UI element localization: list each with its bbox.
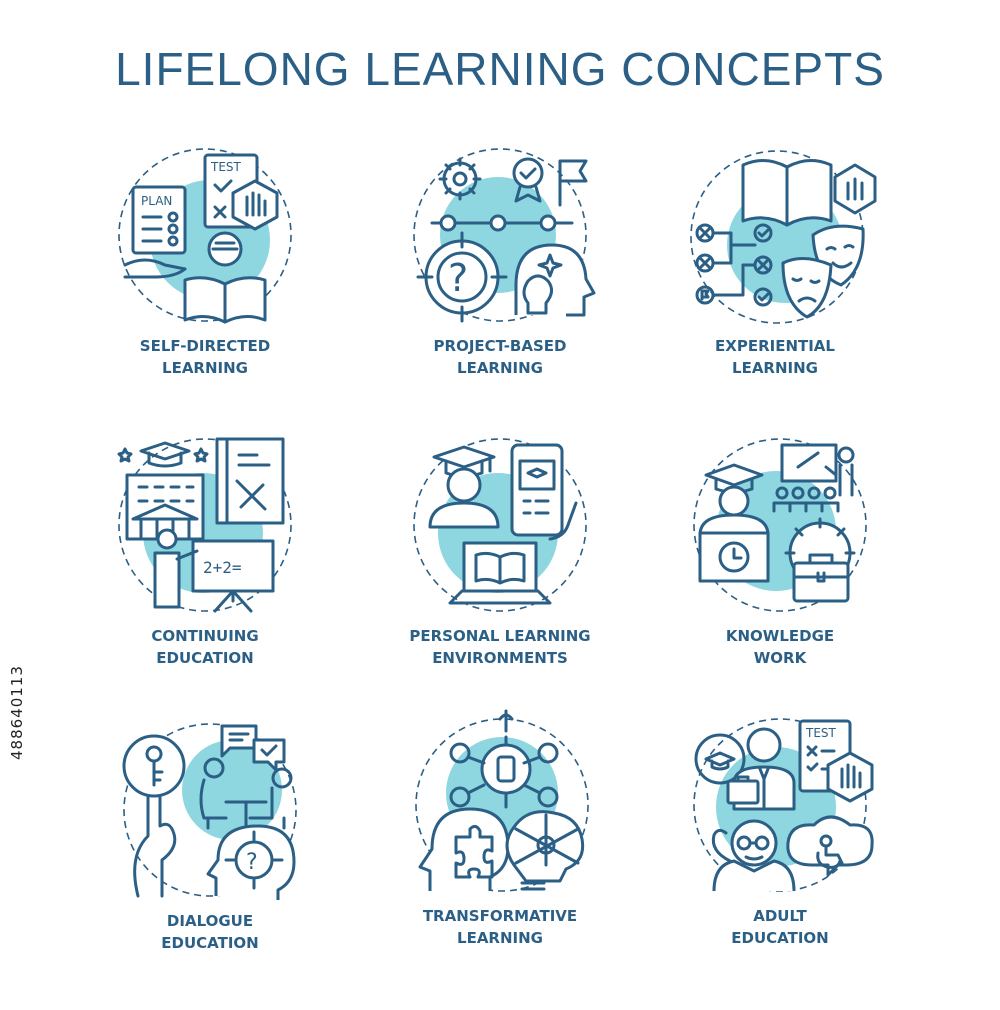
concept-label: DIALOGUE EDUCATION [161,912,259,952]
concept-experiential-learning: EXPERIENTIAL LEARNING [645,145,905,435]
concept-transformative-learning: TRANSFORMATIVE LEARNING [370,709,630,1005]
concept-personal-learning-environments: PERSONAL LEARNING ENVIRONMENTS [370,435,630,725]
plan-text: PLAN [141,194,172,208]
concept-label: SELF-DIRECTED LEARNING [139,337,271,377]
concept-label: TRANSFORMATIVE LEARNING [422,907,578,947]
test-text: TEST [210,160,242,174]
concept-self-directed-learning: PLAN TEST SELF-DIRECTED LEARNING [75,145,335,435]
experiential-learning-icon [690,150,877,324]
concept-label: KNOWLEDGE WORK [725,627,835,667]
knowledge-work-icon [693,438,867,612]
concept-continuing-education: 2+2= CONTINUING EDUCATION [75,435,335,725]
page-title: LIFELONG LEARNING CONCEPTS [115,43,885,95]
math-text: 2+2= [203,558,242,577]
transformative-learning-icon [415,709,589,892]
concept-knowledge-work: KNOWLEDGE WORK [650,435,910,725]
concept-project-based-learning: ? PROJECT-BASED LEARNING [370,145,630,435]
test-text: TEST [805,726,837,740]
adult-education-icon: TEST [693,718,874,892]
concept-label: ADULT EDUCATION [731,907,829,947]
dialogue-education-icon: ? [122,723,297,900]
project-based-learning-icon: ? [413,148,596,323]
stock-id: 488640113 [8,665,26,760]
concept-adult-education: TEST ADULT EDUCATION [650,715,910,1005]
question-mark: ? [246,850,258,875]
concept-label: PROJECT-BASED LEARNING [433,337,567,377]
concept-dialogue-education: ? DIALOGUE EDUCATION [80,720,340,1010]
question-mark: ? [448,256,468,300]
continuing-education-icon: 2+2= [117,437,292,613]
personal-learning-environments-icon [413,438,587,612]
concept-label: PERSONAL LEARNING ENVIRONMENTS [409,627,591,667]
concept-label: CONTINUING EDUCATION [151,627,259,667]
concept-label: EXPERIENTIAL LEARNING [715,337,835,377]
self-directed-learning-icon: PLAN TEST [118,148,292,324]
